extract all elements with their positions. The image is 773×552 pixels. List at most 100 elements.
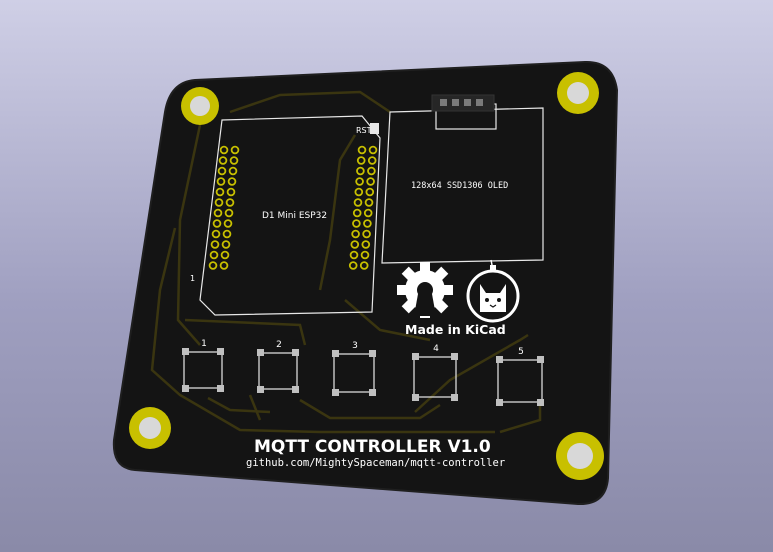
header-pad [365, 187, 375, 197]
smd-pad [182, 348, 189, 355]
smd-pad [257, 386, 264, 393]
smd-pad [217, 385, 224, 392]
header-pad [212, 219, 222, 228]
mounting-hole-top-left [181, 87, 219, 125]
header-pad [356, 156, 366, 165]
smd-pad [412, 394, 419, 401]
header-pad [367, 166, 376, 176]
smd-pad [332, 389, 339, 396]
pcb-board [112, 60, 619, 506]
header-pad [355, 177, 364, 186]
tactile-button: 5 [496, 347, 544, 406]
header-pad [208, 261, 218, 270]
header-pad [228, 166, 238, 176]
header-pad [350, 240, 360, 249]
header-pad [360, 250, 370, 260]
header-pad [217, 166, 227, 176]
header-pad [362, 229, 371, 239]
header-pad [361, 240, 371, 249]
header-pad [215, 187, 225, 197]
copper-traces [150, 90, 542, 434]
tactile-button: 3 [332, 341, 376, 396]
header-pad [223, 219, 233, 228]
header-pad [364, 198, 374, 207]
kicad-cat-logo-icon [466, 259, 520, 323]
smd-pad [217, 348, 224, 355]
button-label: 5 [518, 347, 524, 357]
header-pad [211, 229, 221, 239]
header-pad [220, 250, 230, 260]
header-pads-left [208, 145, 240, 270]
smd-pad [332, 350, 339, 357]
header-pad [219, 145, 229, 155]
oled-header-connector [431, 94, 495, 112]
mounting-hole-bottom-right [556, 432, 604, 480]
header-pad [359, 261, 369, 270]
header-pad [209, 250, 219, 260]
header-pads-right [348, 145, 378, 270]
oled-label: 128x64 SSD1306 OLED [411, 181, 508, 191]
header-pad [216, 177, 226, 186]
smd-pad [369, 350, 376, 357]
smd-pad [412, 353, 419, 360]
header-pad [354, 187, 364, 197]
tactile-button: 1 [182, 339, 224, 392]
header-pad [356, 166, 365, 176]
header-pad [221, 240, 231, 249]
header-pad [218, 156, 228, 165]
rst-label: RST [356, 126, 372, 135]
button-label: 4 [433, 344, 439, 354]
header-pad [227, 177, 237, 186]
tactile-button: 2 [257, 340, 299, 393]
header-pad [225, 198, 235, 207]
board-title: MQTT CONTROLLER V1.0 [254, 437, 491, 457]
header-pad [226, 187, 236, 197]
d1-mini-footprint [199, 115, 381, 316]
smd-pad [451, 394, 458, 401]
header-pad [353, 198, 363, 207]
button-label: 3 [352, 341, 358, 351]
tactile-button: 4 [412, 344, 458, 401]
header-pad [352, 208, 362, 218]
mounting-hole-top-right [557, 72, 599, 114]
mounting-hole-bottom-left [129, 407, 171, 449]
header-pad [230, 145, 240, 155]
header-pad [214, 198, 224, 207]
header-pad [348, 261, 358, 270]
header-pad [349, 250, 359, 260]
header-pad [367, 156, 377, 165]
smd-pad [537, 356, 544, 363]
header-pad [229, 156, 239, 165]
header-pad [213, 208, 223, 218]
button-label: 2 [276, 340, 282, 350]
smd-pad [292, 386, 299, 393]
tactile-buttons: 1 2 3 4 5 [182, 339, 544, 406]
header-pad [363, 219, 372, 228]
pin1-label: 1 [190, 274, 195, 283]
header-pad [224, 208, 234, 218]
smd-pad [496, 356, 503, 363]
smd-pad [496, 399, 503, 406]
open-hardware-gear-icon [397, 262, 453, 318]
header-pad [222, 229, 232, 239]
smd-pad [451, 353, 458, 360]
rst-pad [370, 123, 379, 134]
header-pad [368, 145, 378, 155]
smd-pad [369, 389, 376, 396]
made-in-kicad-label: Made in KiCad [405, 322, 506, 337]
smd-pad [537, 399, 544, 406]
header-pad [351, 229, 360, 239]
header-pad [352, 219, 361, 228]
header-pad [366, 177, 375, 186]
smd-pad [257, 349, 264, 356]
board-url: github.com/MightySpaceman/mqtt-controlle… [246, 457, 505, 469]
smd-pad [182, 385, 189, 392]
header-pad [219, 261, 229, 270]
header-pad [357, 145, 367, 155]
header-pad [210, 240, 220, 249]
mcu-label: D1 Mini ESP32 [262, 211, 327, 221]
button-label: 1 [201, 339, 207, 349]
header-pad [363, 208, 373, 218]
smd-pad [292, 349, 299, 356]
